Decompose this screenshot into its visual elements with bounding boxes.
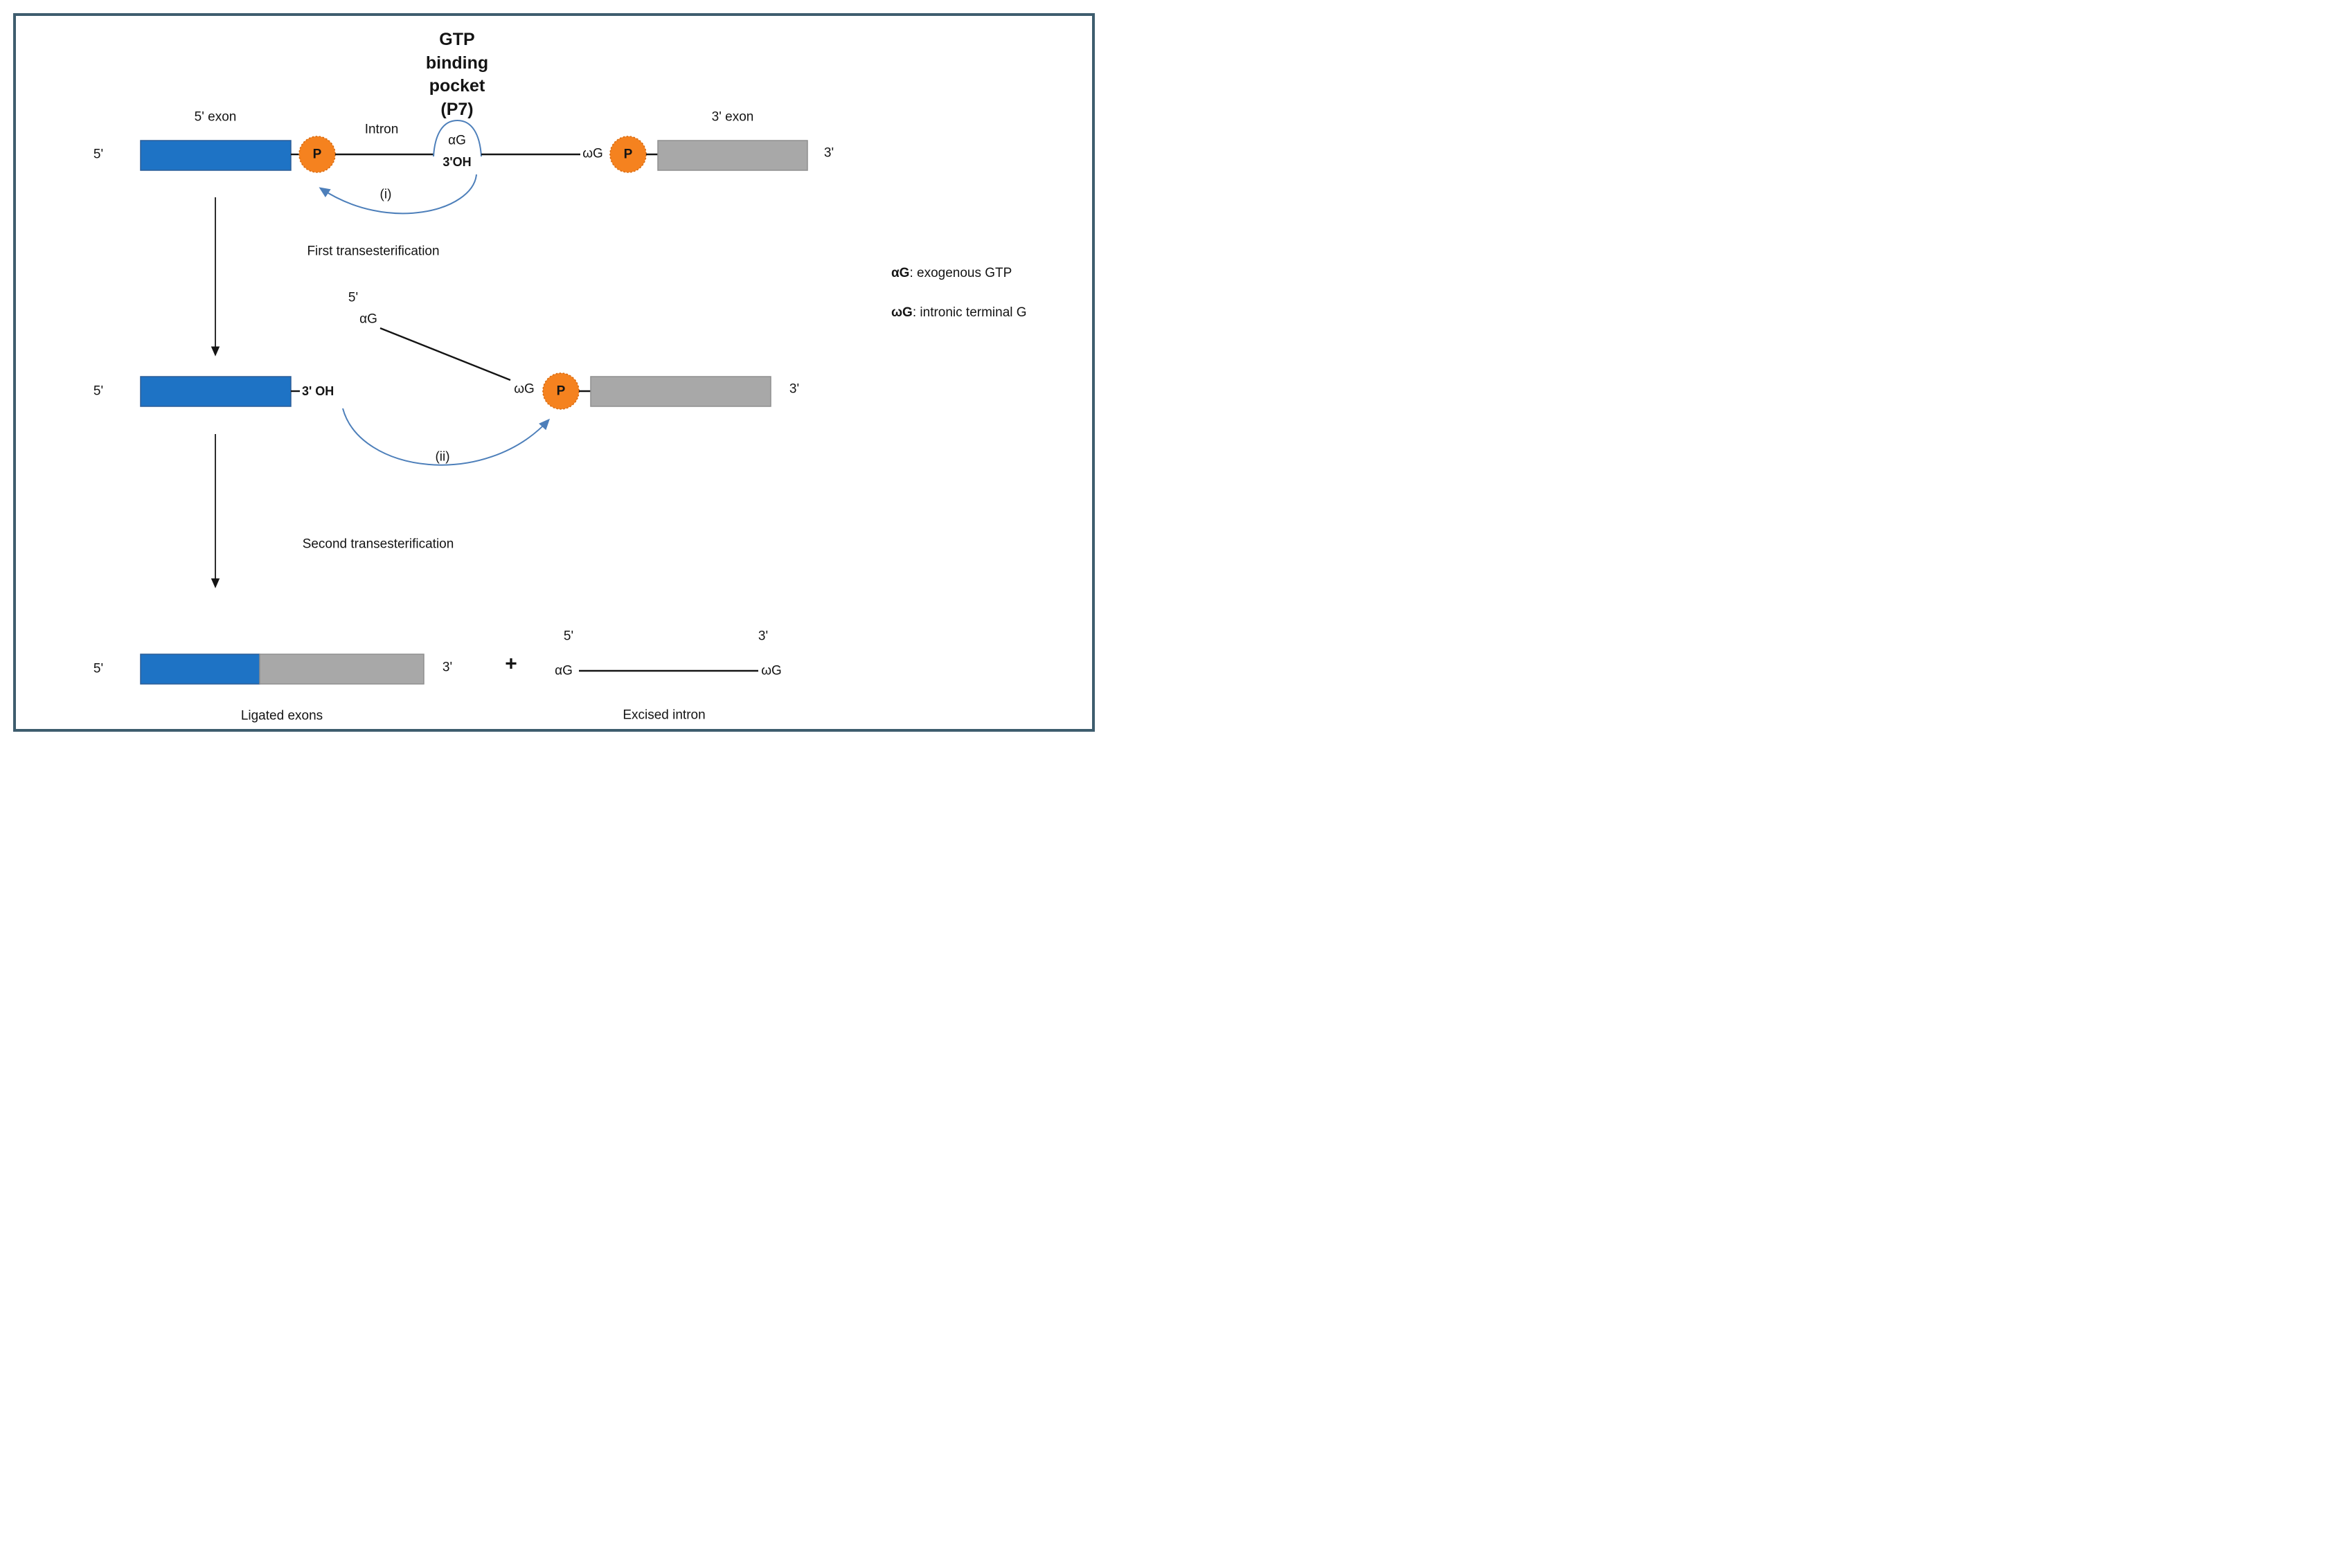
gtp-pocket-title-line2: binding: [426, 53, 488, 73]
stage2-exon5-rect: [140, 376, 292, 407]
gtp-pocket-title-line3: pocket: [429, 76, 485, 96]
stage2-alpha-g-label: αG: [359, 312, 377, 327]
stage2-three-oh-label: 3' OH: [302, 384, 334, 398]
stage1-exon5-rect: [140, 140, 292, 171]
figure-frame: [13, 13, 1095, 732]
stage2-gtp-attachment-line: [379, 327, 511, 381]
legend-alpha-g: αG: exogenous GTP: [891, 266, 1012, 280]
legend-alpha-g-def: : exogenous GTP: [909, 266, 1012, 280]
plus-sign: +: [505, 653, 517, 676]
ligated-exon5-rect: [140, 654, 260, 685]
excised-three-prime-label: 3': [758, 629, 768, 644]
stage2-exon3-rect: [590, 376, 771, 407]
stage1-exon3-rect: [657, 140, 808, 171]
stage1-five-prime-label: 5': [93, 147, 103, 162]
gtp-pocket-title-line4: (P7): [440, 100, 473, 119]
excised-five-prime-label: 5': [564, 629, 573, 644]
splicing-diagram: 5' 5' exon P Intron GTP binding pocket (…: [0, 0, 1108, 745]
stage2-three-prime-label: 3': [789, 382, 799, 397]
step-ii-arrow: [342, 408, 551, 466]
gtp-pocket-arc: [433, 119, 482, 157]
stage2-gtp-five-prime-label: 5': [348, 291, 358, 305]
stage1-three-prime-label: 3': [824, 146, 834, 161]
legend-alpha-g-term: αG: [891, 266, 909, 280]
legend-omega-g: ωG: intronic terminal G: [891, 305, 1027, 320]
stage1-exon5-title: 5' exon: [195, 110, 237, 125]
stage2-phosphate-label: P: [557, 384, 566, 399]
stage1-alpha-g-label: αG: [448, 134, 466, 148]
legend-omega-g-term: ωG: [891, 305, 913, 320]
ligated-three-prime-label: 3': [443, 660, 452, 675]
step-i-label: (i): [380, 188, 392, 202]
legend-omega-g-def: : intronic terminal G: [913, 305, 1027, 320]
stage1-omega-g-label: ωG: [582, 147, 603, 161]
excised-omega-g-label: ωG: [761, 664, 782, 678]
stage1-exon3-title: 3' exon: [712, 110, 754, 125]
step-ii-label: (ii): [435, 450, 449, 465]
step-i-arrow: [319, 174, 477, 215]
excised-intron-caption: Excised intron: [623, 708, 705, 723]
excised-alpha-g-label: αG: [555, 664, 573, 678]
stage1-intron-title: Intron: [365, 123, 399, 137]
stage2-five-prime-label: 5': [93, 384, 103, 399]
ligated-five-prime-label: 5': [93, 662, 103, 676]
stage1-phosphate-label-left: P: [313, 147, 322, 162]
stage1-three-oh-label: 3'OH: [443, 155, 471, 169]
gtp-pocket-title: GTP binding pocket (P7): [426, 30, 488, 119]
second-transesterification-caption: Second transesterification: [303, 537, 454, 552]
first-transesterification-caption: First transesterification: [307, 244, 439, 259]
stage1-phosphate-label-right: P: [624, 147, 633, 162]
stage2-omega-g-label: ωG: [514, 382, 535, 397]
ligated-exon3-rect: [259, 654, 424, 685]
ligated-exons-caption: Ligated exons: [241, 709, 323, 723]
gtp-pocket-title-line1: GTP: [439, 30, 474, 49]
